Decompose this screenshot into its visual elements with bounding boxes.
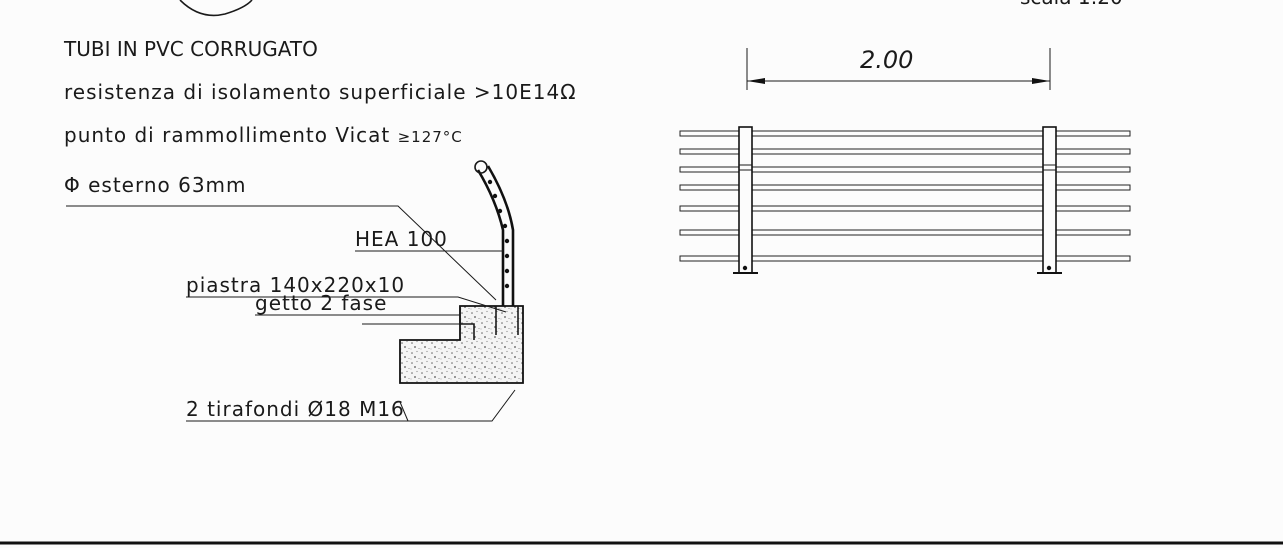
- spec-resistance: resistenza di isolamento superficiale >1…: [64, 80, 576, 104]
- railing-tubes: [679, 130, 1131, 262]
- label-pour: getto 2 fase: [255, 291, 387, 315]
- concrete-curb: [362, 305, 524, 384]
- hea-post-section: [474, 160, 515, 306]
- scale-note: scala 1:20: [1020, 0, 1123, 9]
- railing-post-left: [733, 126, 758, 274]
- spec-diameter: Φ esterno 63mm: [64, 173, 247, 197]
- anchors-leader-tick: [399, 401, 409, 422]
- anchors-leader: [186, 389, 516, 422]
- dimension-line: [746, 48, 1051, 90]
- label-anchors: 2 tirafondi Ø18 M16: [186, 397, 405, 421]
- spec-vicat: punto di rammollimento Vicat ≥127°C: [64, 123, 463, 147]
- spec-vicat-label: punto di rammollimento Vicat: [64, 123, 398, 147]
- spec-title: TUBI IN PVC CORRUGATO: [63, 37, 318, 61]
- label-plate: piastra 140x220x10: [186, 273, 405, 297]
- dimension-value: 2.00: [860, 46, 913, 74]
- spec-leader-line: [66, 205, 497, 301]
- plate-leader: [186, 296, 507, 313]
- label-hea: HEA 100: [355, 227, 448, 251]
- spec-vicat-value: ≥127°C: [398, 128, 463, 146]
- railing-post-right: [1037, 126, 1062, 274]
- detail-circle-fragment: [179, 0, 253, 17]
